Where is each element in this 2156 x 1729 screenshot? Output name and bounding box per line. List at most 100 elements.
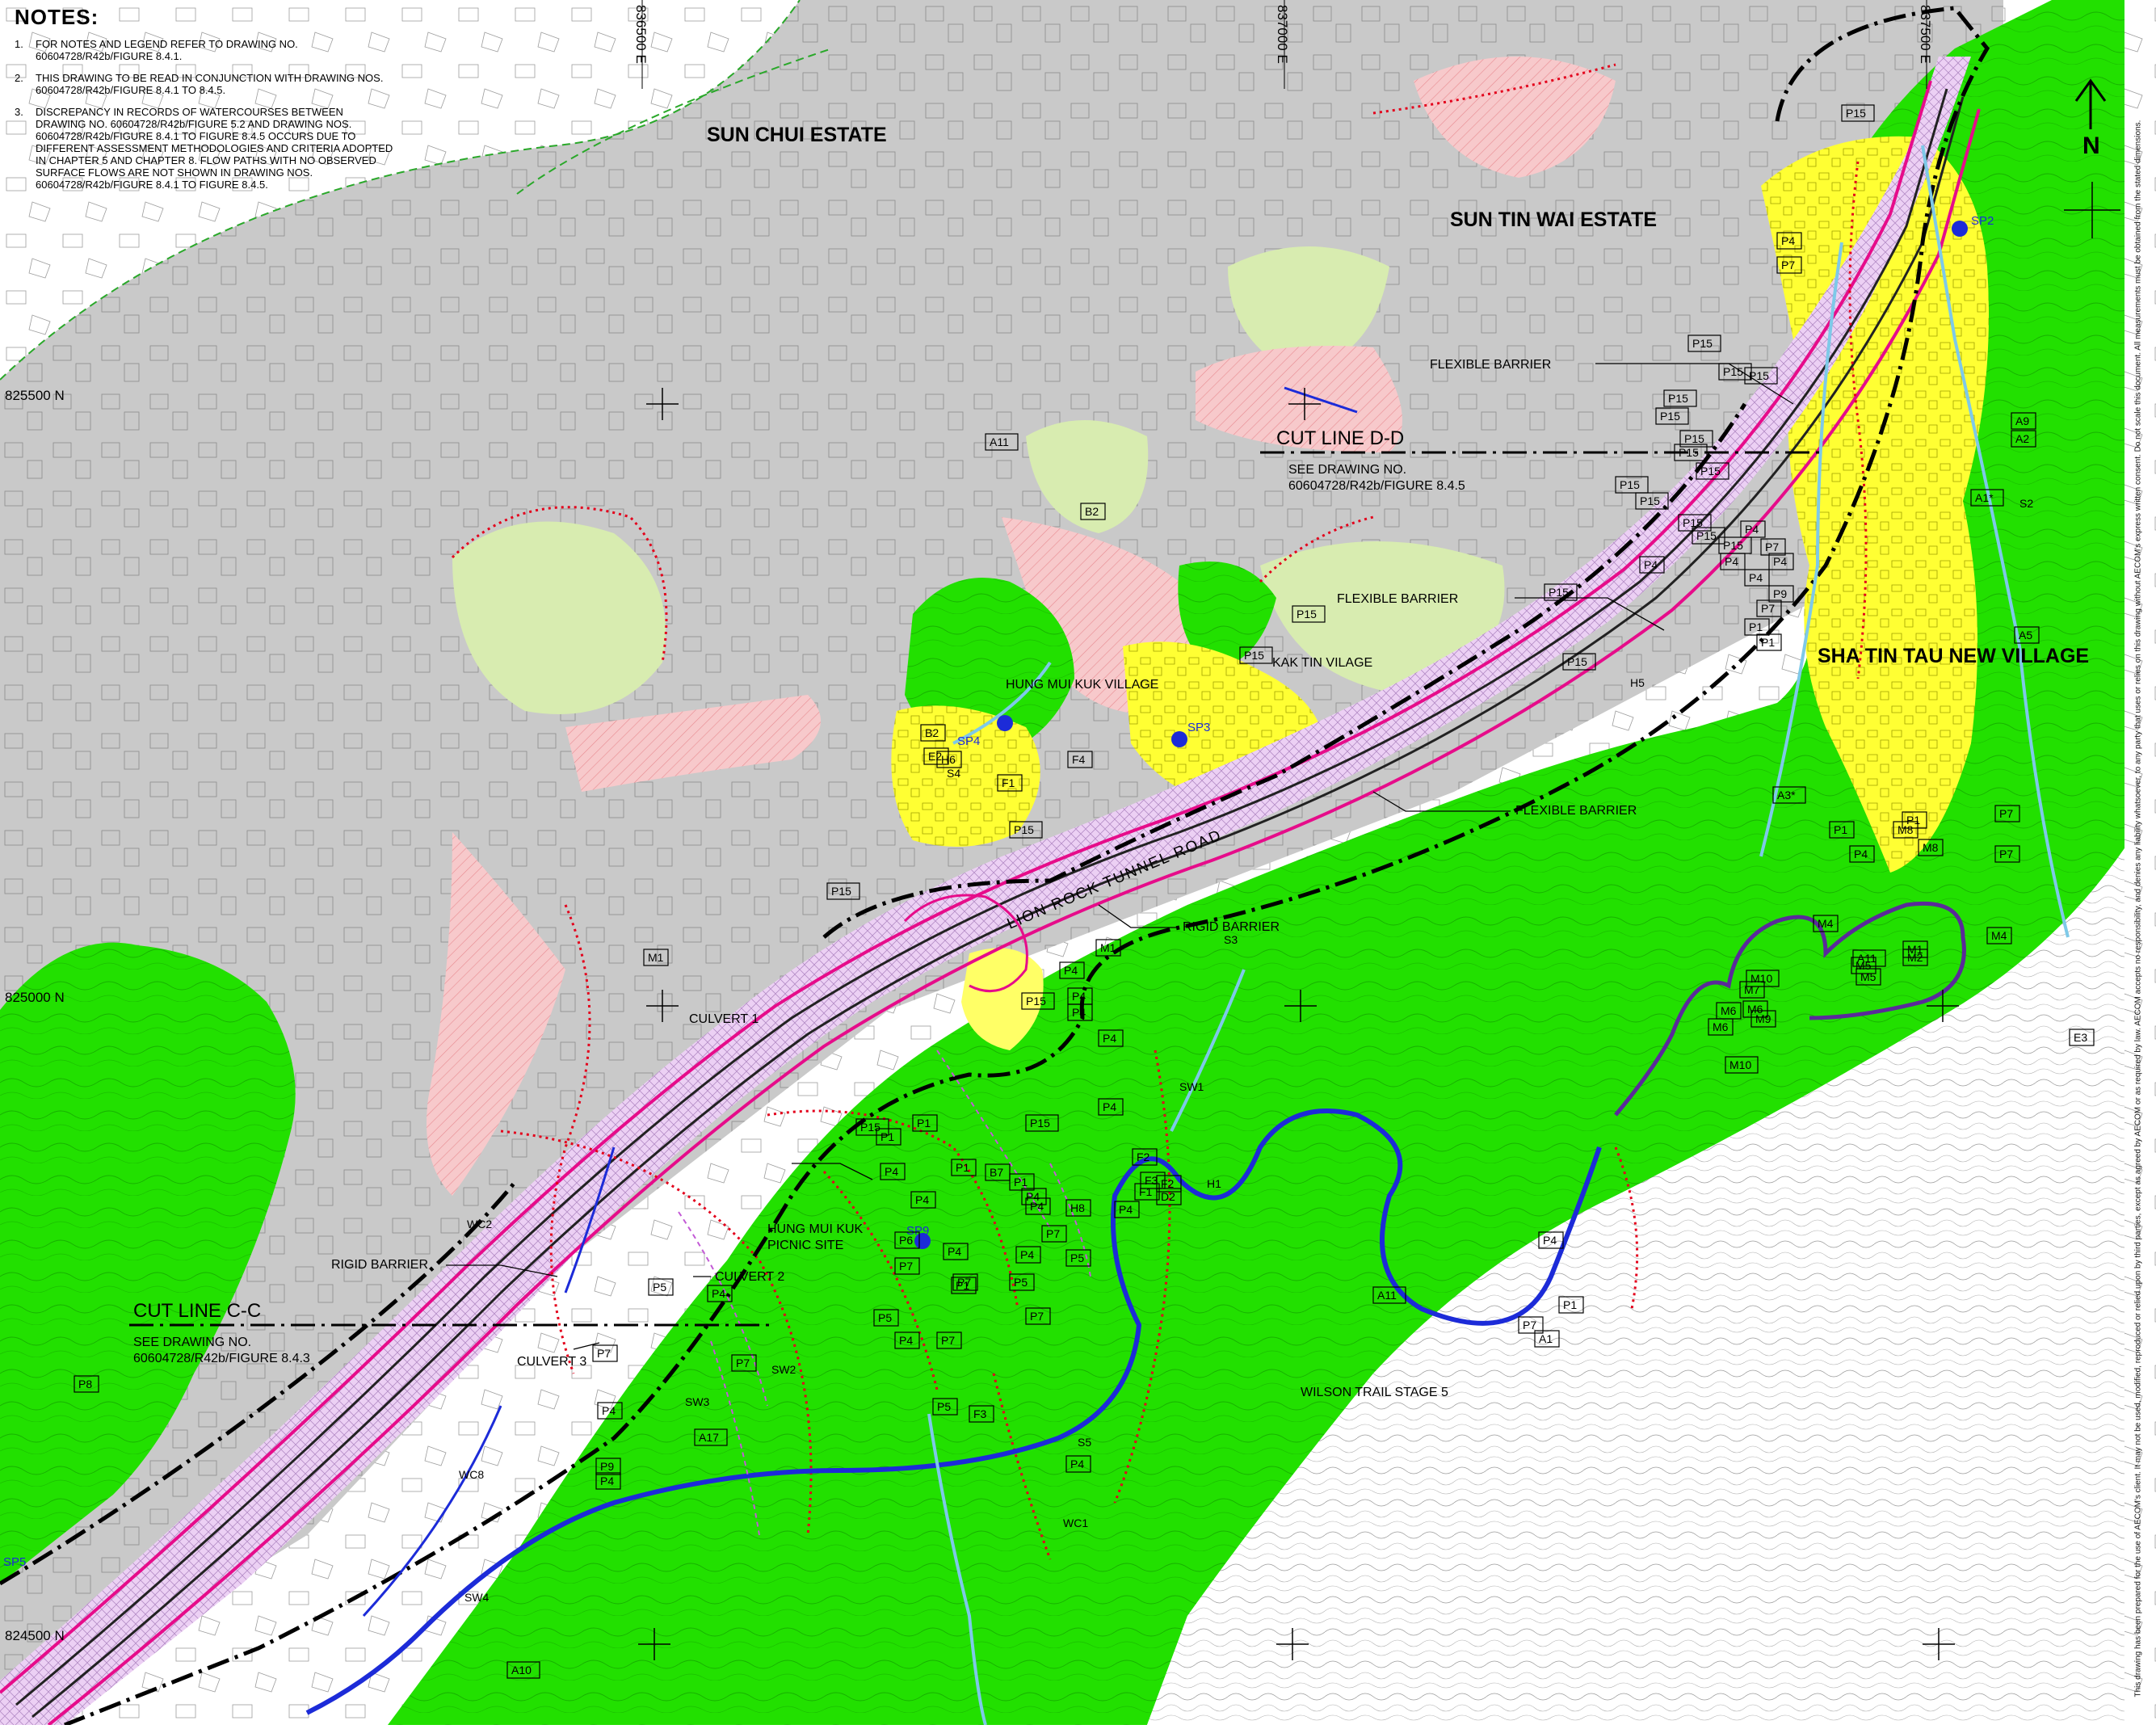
- map-label-text: M4: [1818, 917, 1834, 930]
- map-label-box: P4: [597, 1402, 623, 1420]
- map-label-text: P7: [1761, 602, 1775, 615]
- map-label-text: P15: [1026, 995, 1046, 1008]
- label-wilson-trail: WILSON TRAIL STAGE 5: [1301, 1386, 1448, 1399]
- label-kak-tin: KAK TIN VILAGE: [1272, 656, 1372, 670]
- map-label-text: B2: [925, 726, 939, 739]
- map-label-box: D2: [1156, 1188, 1182, 1205]
- map-label-text: P9: [1773, 587, 1787, 600]
- urban-boundary-arc: [0, 0, 801, 381]
- stream-wc2: WC2: [467, 1218, 492, 1230]
- map-label-text: P4: [1854, 848, 1868, 860]
- map-label-box: P15: [826, 882, 860, 900]
- label-picnic-1: HUNG MUI KUK: [767, 1222, 864, 1236]
- map-label-box: P15: [1635, 492, 1669, 510]
- map-label-text: P4: [1543, 1234, 1557, 1247]
- map-label-box: A5: [2014, 626, 2040, 644]
- map-label-box: P4: [1025, 1197, 1051, 1215]
- map-label-box: B2: [920, 724, 946, 742]
- map-label-box: P7: [1041, 1225, 1067, 1243]
- map-label-box: P4: [1776, 232, 1802, 250]
- map-label-box: P4: [894, 1331, 920, 1349]
- map-label-text: M1: [1100, 941, 1116, 954]
- stream-sw1: SW1: [1179, 1080, 1204, 1093]
- sp9-label: SP9: [906, 1224, 929, 1238]
- map-label-text: M6: [1721, 1004, 1737, 1017]
- map-label-text: P7: [1999, 807, 2013, 820]
- note-number: 2.: [15, 72, 23, 84]
- map-label-text: P8: [78, 1378, 92, 1390]
- map-label-box: F1: [997, 774, 1023, 792]
- cut-cc-see: SEE DRAWING NO.: [133, 1336, 251, 1349]
- grid-crosses: [638, 182, 2120, 1660]
- junction-loop: [903, 894, 1028, 993]
- note-number: 3.: [15, 106, 23, 118]
- map-label-text: F4: [1072, 753, 1086, 766]
- map-label-text: P15: [1749, 369, 1769, 382]
- stream-wc1: WC1: [1063, 1517, 1088, 1529]
- map-label-box: P15: [1678, 514, 1712, 532]
- map-label-box: P15: [1692, 527, 1725, 545]
- map-label-box: P1: [876, 1128, 901, 1146]
- map-label-text: P15: [1014, 823, 1034, 836]
- map-label-box: P4: [1768, 553, 1794, 570]
- stream-s4: S4: [947, 767, 960, 780]
- stream-h1: H1: [1207, 1177, 1221, 1190]
- note-item: 3. DISCREPANCY IN RECORDS OF WATERCOURSE…: [15, 106, 394, 191]
- map-label-box: P15: [1544, 583, 1578, 601]
- map-label-box: P5: [1009, 1273, 1035, 1291]
- easting-836500: 836500 E: [633, 5, 649, 64]
- map-label-box: P4: [1065, 1455, 1091, 1473]
- map-label-text: P4: [899, 1334, 913, 1347]
- map-label-text: P15: [1679, 446, 1699, 459]
- map-label-text: P1: [917, 1117, 931, 1130]
- map-label-text: P15: [1683, 516, 1703, 529]
- drainage-lines: [362, 386, 1358, 1618]
- map-label-text: M2: [1907, 951, 1923, 964]
- map-label-box: H8: [1065, 1199, 1091, 1217]
- notes-panel: NOTES: 1. FOR NOTES AND LEGEND REFER TO …: [15, 6, 394, 200]
- map-label-box: P1: [951, 1277, 977, 1294]
- map-label-box: M4: [1986, 927, 2012, 944]
- map-label-text: P1: [956, 1161, 969, 1174]
- map-label-text: A11: [1857, 952, 1877, 965]
- map-label-text: A3*: [1777, 789, 1796, 801]
- map-label-box: E2: [923, 747, 949, 765]
- map-label-box: P5: [932, 1398, 958, 1416]
- map-label-box: P4: [1740, 520, 1766, 538]
- purple-dashed-paths: [678, 1050, 1091, 1536]
- map-label-box: M6: [1708, 1018, 1734, 1036]
- map-label-text: P4: [712, 1287, 725, 1300]
- map-label-text: P4: [1070, 1458, 1084, 1470]
- map-label-text: P7: [1781, 259, 1795, 271]
- map-label-box: P4: [1538, 1231, 1564, 1249]
- map-label-box: B7: [985, 1163, 1011, 1181]
- label-picnic-2: PICNIC SITE: [767, 1239, 843, 1252]
- map-label-text: H8: [1070, 1201, 1085, 1214]
- map-label-box: P4: [1021, 1188, 1047, 1205]
- sp2-label: SP2: [1971, 214, 1994, 228]
- callout-culvert-1: CULVERT 1: [689, 1012, 759, 1026]
- map-label-text: P4: [1103, 1100, 1116, 1113]
- map-label-text: A17: [699, 1431, 719, 1444]
- label-sun-tin-wai-estate: SUN TIN WAI ESTATE: [1450, 208, 1657, 231]
- map-label-text: A10: [511, 1664, 532, 1676]
- map-label-box: A3*: [1772, 786, 1806, 804]
- map-label-text: P15: [1696, 529, 1717, 542]
- northing-825500: 825500 N: [5, 388, 65, 403]
- map-label-box: P7: [952, 1273, 978, 1291]
- map-label-text: P4: [602, 1404, 616, 1417]
- callout-rigid-1: RIGID BARRIER: [1183, 920, 1280, 934]
- map-label-text: M5: [1860, 970, 1877, 983]
- map-label-box: F2: [1132, 1148, 1158, 1166]
- map-label-box: P1: [912, 1114, 938, 1132]
- label-sha-tin-tau: SHA TIN TAU NEW VILLAGE: [1818, 645, 2089, 667]
- map-label-box: P4: [910, 1191, 936, 1209]
- map-label-text: B2: [1085, 505, 1099, 518]
- note-text: THIS DRAWING TO BE READ IN CONJUNCTION W…: [36, 72, 384, 96]
- map-label-box: A11: [1372, 1286, 1406, 1304]
- map-label-box: M10: [1725, 1056, 1759, 1074]
- map-label-text: P15: [1700, 465, 1721, 477]
- map-label-text: P4: [1064, 964, 1078, 977]
- map-label-box: P7: [936, 1331, 962, 1349]
